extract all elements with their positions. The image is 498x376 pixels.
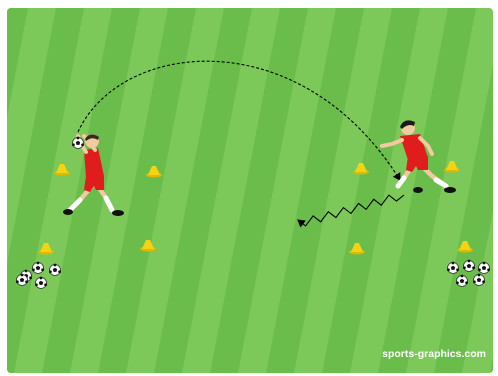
pitch (0, 8, 498, 373)
watermark: sports-graphics.com (382, 348, 486, 360)
